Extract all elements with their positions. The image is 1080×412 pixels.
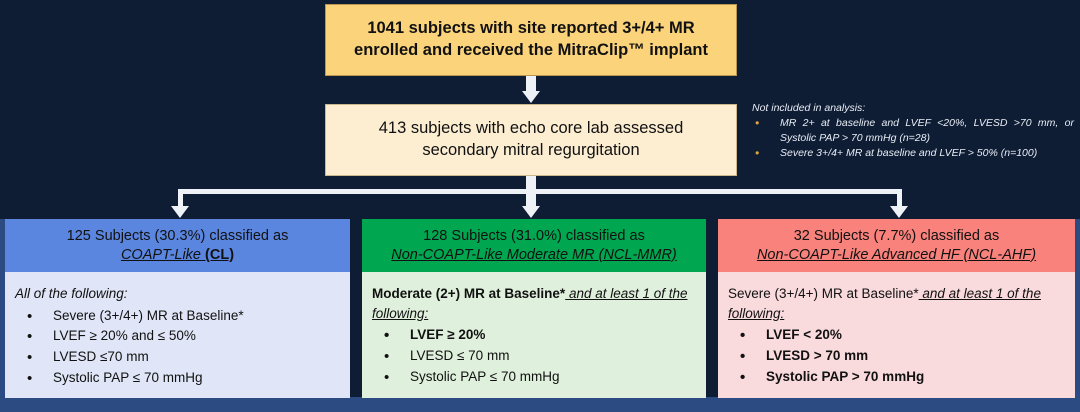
panel-coapt-like-criteria-list: Severe (3+/4+) MR at Baseline* LVEF ≥ 20…: [15, 305, 340, 391]
criterion-item: LVESD ≤ 70 mm: [372, 345, 696, 368]
panel-ncl-ahf-count: 32 Subjects (7.7%) classified as: [793, 227, 1000, 244]
connector-enrolled-to-echo-stem: [526, 76, 536, 92]
echo-line-2: secondary mitral regurgitation: [422, 141, 640, 159]
criterion-item: Severe (3+/4+) MR at Baseline*: [15, 305, 340, 328]
criterion-item: LVEF ≥ 20%: [372, 324, 696, 347]
echo-line-1: 413 subjects with echo core lab assessed: [378, 119, 684, 138]
frame-band-right: [1075, 219, 1080, 412]
panel-ncl-ahf-intro: Severe (3+/4+) MR at Baseline* and at le…: [728, 284, 1065, 323]
panel-ncl-mmr-header: 128 Subjects (31.0%) classified as Non-C…: [362, 219, 706, 272]
frame-band-bottom: [0, 397, 1080, 412]
connector-arrowhead-middle: [522, 206, 540, 218]
panel-ncl-mmr: 128 Subjects (31.0%) classified as Non-C…: [362, 219, 706, 398]
panel-ncl-mmr-body: Moderate (2+) MR at Baseline* and at lea…: [362, 272, 706, 398]
enrolled-line-2: enrolled and received the MitraClip™ imp…: [354, 41, 708, 59]
panel-ncl-ahf-criteria-list: LVEF < 20% LVESD > 70 mm Systolic PAP > …: [728, 324, 1065, 389]
exclusion-note-item: Severe 3+/4+ MR at baseline and LVEF > 5…: [752, 145, 1074, 162]
criterion-item: LVEF ≥ 20% and ≤ 50%: [15, 325, 340, 348]
panel-ncl-mmr-criteria-list: LVEF ≥ 20% LVESD ≤ 70 mm Systolic PAP ≤ …: [372, 324, 696, 389]
enrolled-line-1: 1041 subjects with site reported 3+/4+ M…: [367, 19, 695, 38]
connector-arrowhead-right: [890, 206, 908, 218]
exclusion-note-title: Not included in analysis:: [752, 102, 866, 114]
panel-ncl-mmr-title: Non-COAPT-Like Moderate MR (NCL-MMR): [391, 246, 677, 263]
panel-coapt-like-title-bold: (CL): [205, 246, 235, 263]
panel-ncl-ahf: 32 Subjects (7.7%) classified as Non-COA…: [718, 219, 1075, 398]
panel-ncl-ahf-intro-plain: Severe (3+/4+) MR at Baseline*: [728, 286, 919, 301]
panel-ncl-ahf-title: Non-COAPT-Like Advanced HF (NCL-AHF): [756, 246, 1037, 263]
criterion-item: LVEF < 20%: [728, 324, 1065, 347]
exclusion-note: Not included in analysis: MR 2+ at basel…: [752, 101, 1074, 163]
criterion-item: Systolic PAP ≤ 70 mmHg: [15, 367, 340, 390]
criterion-item: LVESD > 70 mm: [728, 345, 1065, 368]
panel-coapt-like-body: All of the following: Severe (3+/4+) MR …: [5, 272, 350, 398]
connector-enrolled-to-echo-arrowhead: [522, 91, 540, 103]
panel-ncl-mmr-intro-underlined: and at least 1 of the following:: [372, 286, 688, 321]
connector-split-stem: [526, 176, 536, 192]
connector-split-drop-right: [897, 189, 902, 207]
criterion-item: Systolic PAP > 70 mmHg: [728, 366, 1065, 389]
panel-ncl-mmr-intro: Moderate (2+) MR at Baseline* and at lea…: [372, 284, 696, 323]
panel-coapt-like-title-italic: COAPT-Like: [120, 246, 206, 263]
criterion-item: Systolic PAP ≤ 70 mmHg: [372, 366, 696, 389]
echo-core-lab-box: 413 subjects with echo core lab assessed…: [325, 104, 737, 176]
connector-split-drop-left: [178, 189, 183, 207]
panel-ncl-ahf-intro-underlined: and at least 1 of the following:: [728, 286, 1041, 321]
panel-ncl-ahf-body: Severe (3+/4+) MR at Baseline* and at le…: [718, 272, 1075, 398]
connector-split-drop-middle: [526, 189, 536, 207]
connector-split-horizontal: [178, 189, 902, 194]
frame-band-left: [0, 219, 5, 412]
panel-coapt-like-header: 125 Subjects (30.3%) classified as COAPT…: [5, 219, 350, 272]
enrolled-subjects-box: 1041 subjects with site reported 3+/4+ M…: [325, 4, 737, 76]
panel-ncl-mmr-intro-bold: Moderate (2+) MR at Baseline*: [372, 286, 566, 301]
panel-coapt-like-title: COAPT-Like (CL): [121, 246, 234, 265]
exclusion-note-item: MR 2+ at baseline and LVEF <20%, LVESD >…: [752, 115, 1074, 145]
criterion-item: LVESD ≤70 mm: [15, 346, 340, 369]
exclusion-note-list: MR 2+ at baseline and LVEF <20%, LVESD >…: [752, 115, 1074, 162]
panel-coapt-like: 125 Subjects (30.3%) classified as COAPT…: [5, 219, 350, 398]
panel-ncl-ahf-header: 32 Subjects (7.7%) classified as Non-COA…: [718, 219, 1075, 272]
panel-ncl-mmr-count: 128 Subjects (31.0%) classified as: [423, 227, 645, 244]
panel-coapt-like-intro: All of the following:: [15, 286, 128, 301]
connector-arrowhead-left: [171, 206, 189, 218]
panel-coapt-like-count: 125 Subjects (30.3%) classified as: [66, 227, 289, 244]
